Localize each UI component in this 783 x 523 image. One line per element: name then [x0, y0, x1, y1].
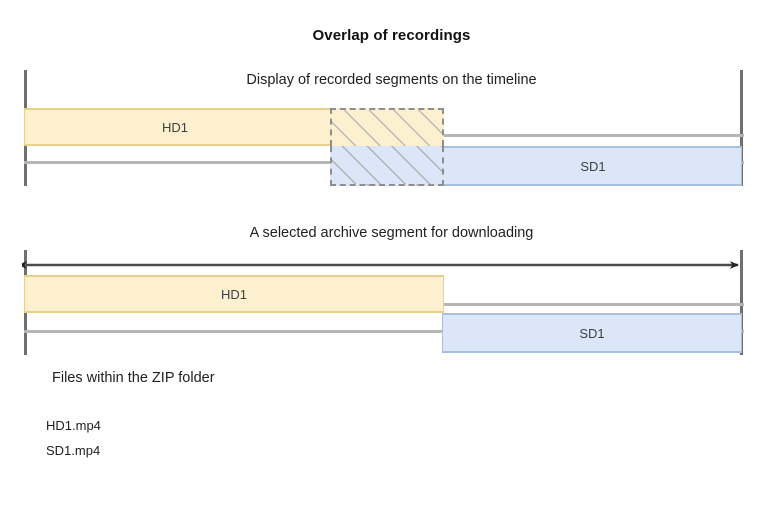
zip-folder-heading: Files within the ZIP folder	[52, 370, 215, 386]
overlap-hatch-lower	[330, 146, 444, 186]
timeline-top-right-boundary	[740, 70, 743, 186]
selection-range-arrow	[18, 255, 744, 275]
page-title: Overlap of recordings	[312, 27, 471, 44]
timeline-top-bar-sd1-label: SD1	[580, 158, 606, 174]
overlap-hatch-upper	[330, 108, 444, 146]
zip-file-item-sd1: SD1.mp4	[46, 443, 101, 458]
timeline-top-bar-hd1-label: HD1	[161, 119, 188, 135]
double-headed-arrow-icon	[18, 261, 739, 269]
timeline-bottom-right-boundary	[740, 250, 743, 355]
timeline-top-caption: Display of recorded segments on the time…	[246, 72, 537, 88]
timeline-bottom-bar-sd1-label: SD1	[579, 325, 605, 341]
timeline-bottom-bar-hd1[interactable]: HD1	[24, 275, 444, 313]
timeline-bottom-bar-hd1-label: HD1	[220, 286, 247, 302]
zip-file-item-hd1: HD1.mp4	[46, 418, 101, 433]
timeline-bottom-track-sd	[24, 330, 744, 333]
timeline-bottom-bar-sd1[interactable]: SD1	[442, 313, 742, 353]
timeline-bottom-caption: A selected archive segment for downloadi…	[249, 225, 534, 241]
